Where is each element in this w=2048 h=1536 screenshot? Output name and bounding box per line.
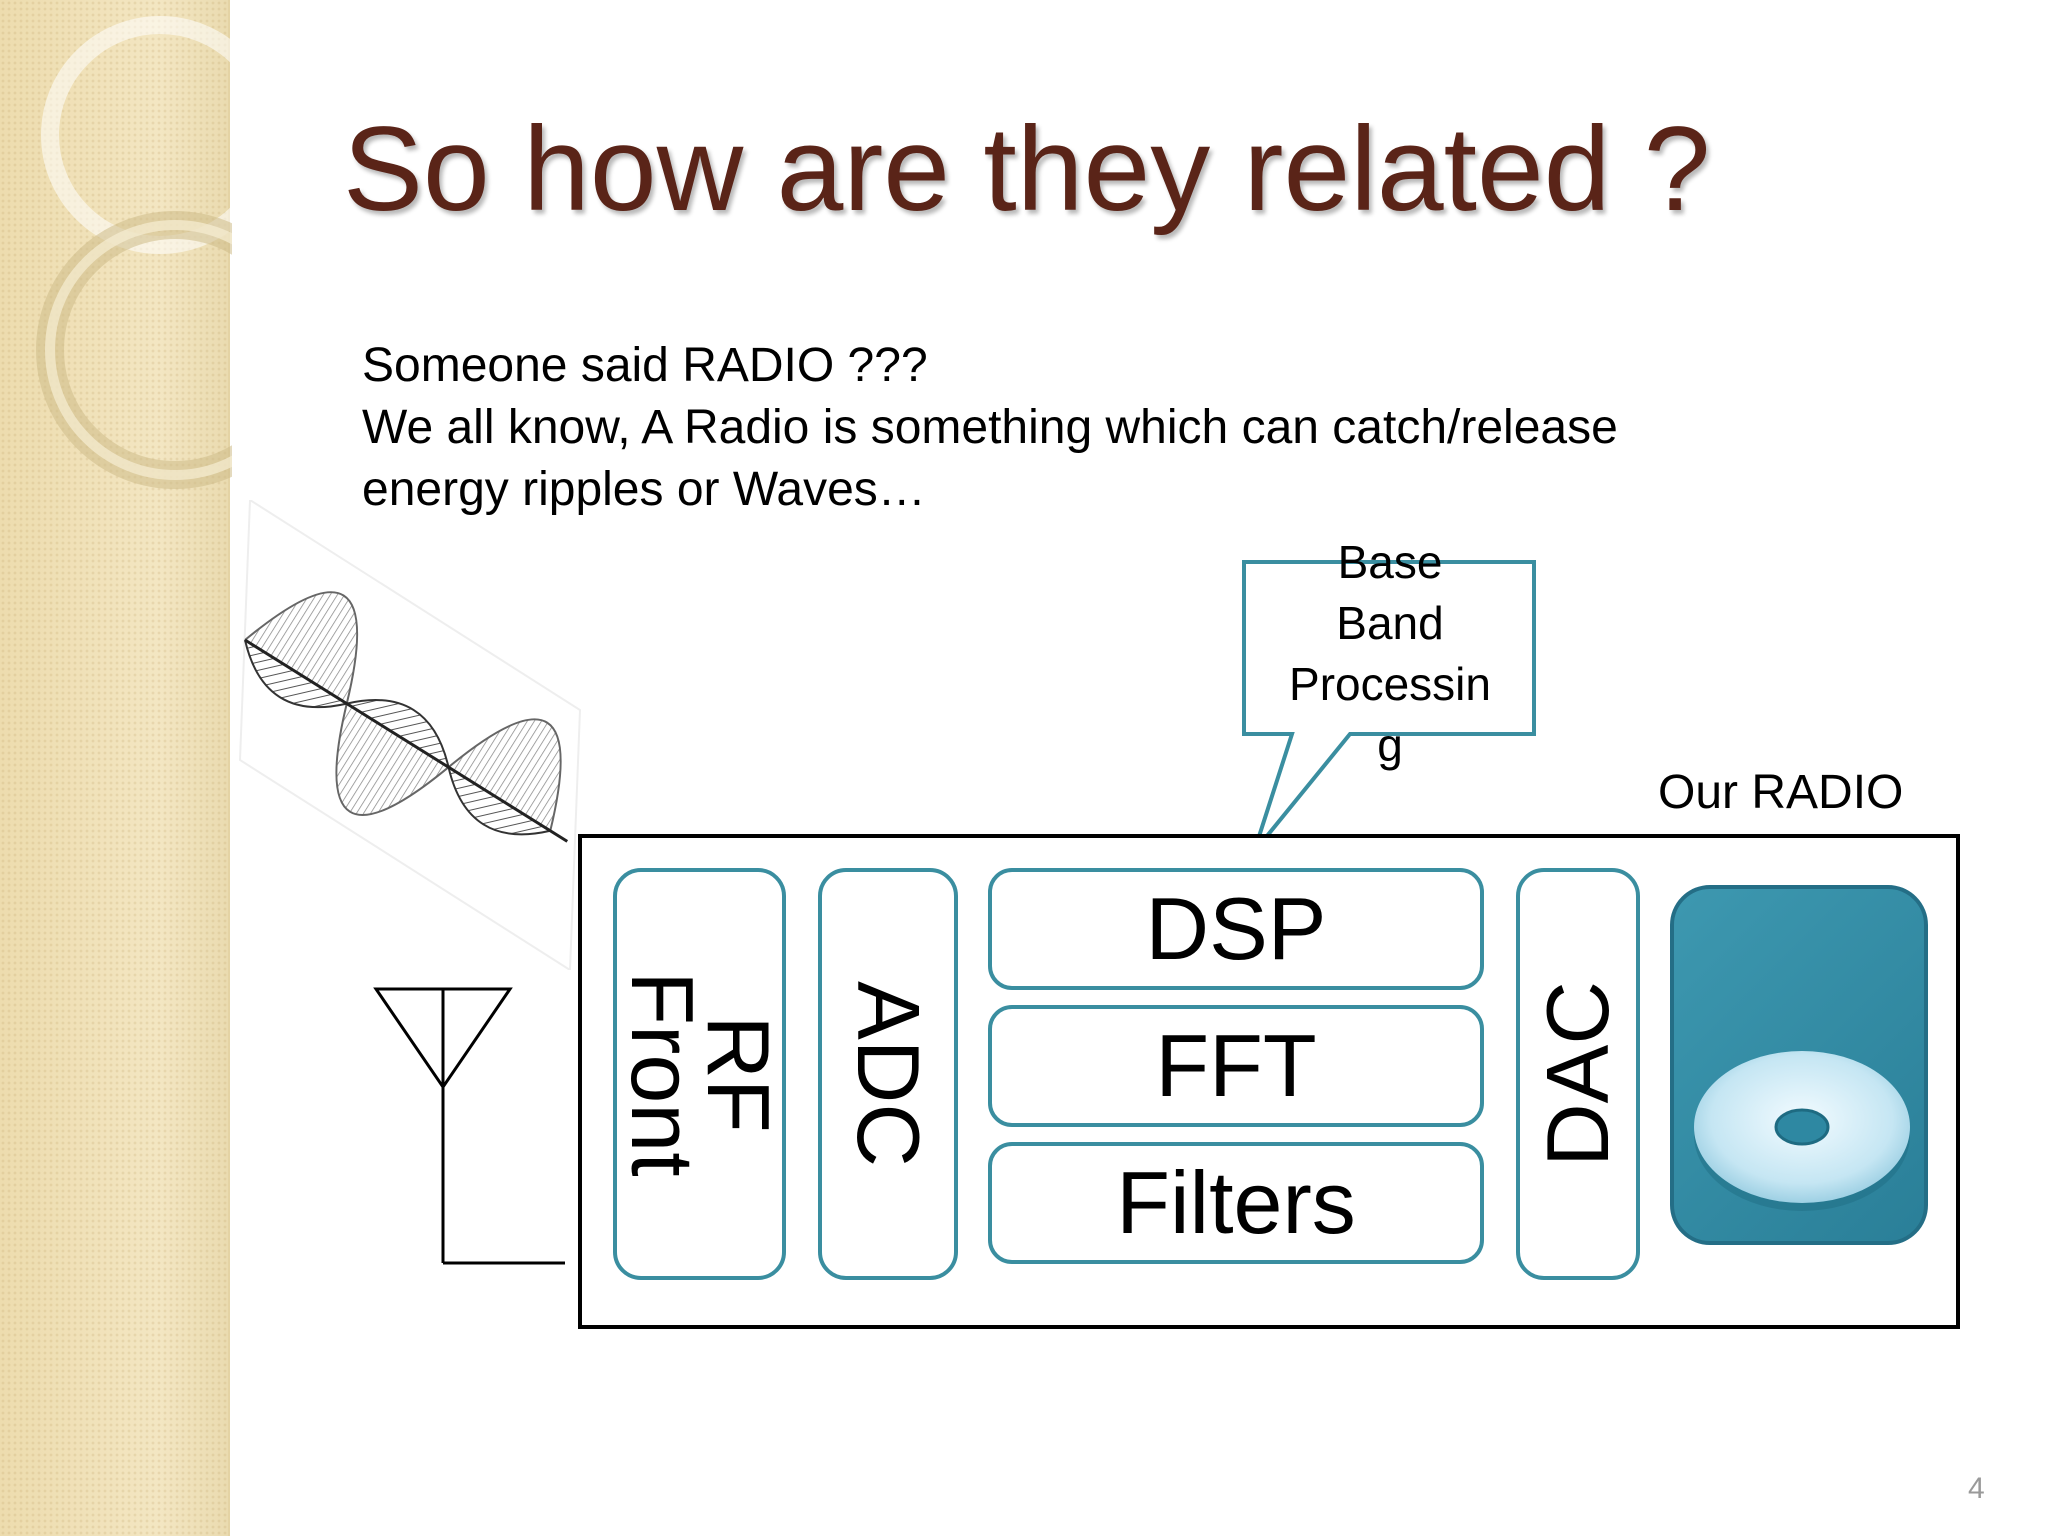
dsp-block: DSP — [988, 868, 1484, 990]
radio-caption: Our RADIO — [1658, 766, 1904, 819]
rf-front-block: RF Front — [612, 868, 788, 1280]
callout-line: Base — [1337, 536, 1443, 588]
intro-line: energy ripples or Waves… — [362, 463, 926, 516]
callout-line: g — [1377, 719, 1403, 771]
callout-line: Band — [1336, 597, 1444, 649]
decorative-rings-icon — [36, 16, 232, 489]
intro-text: Someone said RADIO ??? We all know, A Ra… — [362, 335, 1618, 521]
rf-front-label-line: Front — [612, 971, 712, 1177]
adc-block: ADC — [818, 868, 958, 1280]
baseband-callout — [1242, 560, 1536, 854]
rf-front-label: RF Front — [612, 971, 788, 1177]
adc-label: ADC — [839, 981, 938, 1167]
dac-block: DAC — [1516, 868, 1640, 1280]
callout-line: Processin — [1289, 658, 1491, 710]
output-device — [1670, 885, 1928, 1245]
intro-line: We all know, A Radio is something which … — [362, 401, 1618, 454]
speaker-disc-icon — [1694, 1051, 1910, 1211]
antenna-icon — [373, 987, 565, 1265]
slide-title: So how are they related ? — [343, 102, 1711, 236]
filters-block: Filters — [988, 1142, 1484, 1264]
em-wave-icon — [238, 500, 582, 970]
page-number: 4 — [1968, 1472, 1985, 1505]
dac-label: DAC — [1528, 981, 1627, 1167]
callout-text: Base Band Processin g — [1248, 532, 1532, 776]
intro-line: Someone said RADIO ??? — [362, 339, 928, 392]
fft-block: FFT — [988, 1005, 1484, 1127]
